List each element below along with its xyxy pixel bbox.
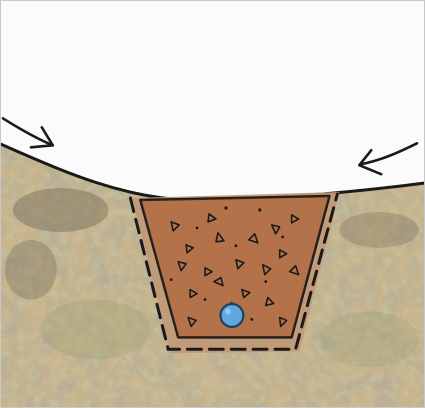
drain-pipe-icon <box>220 304 243 327</box>
